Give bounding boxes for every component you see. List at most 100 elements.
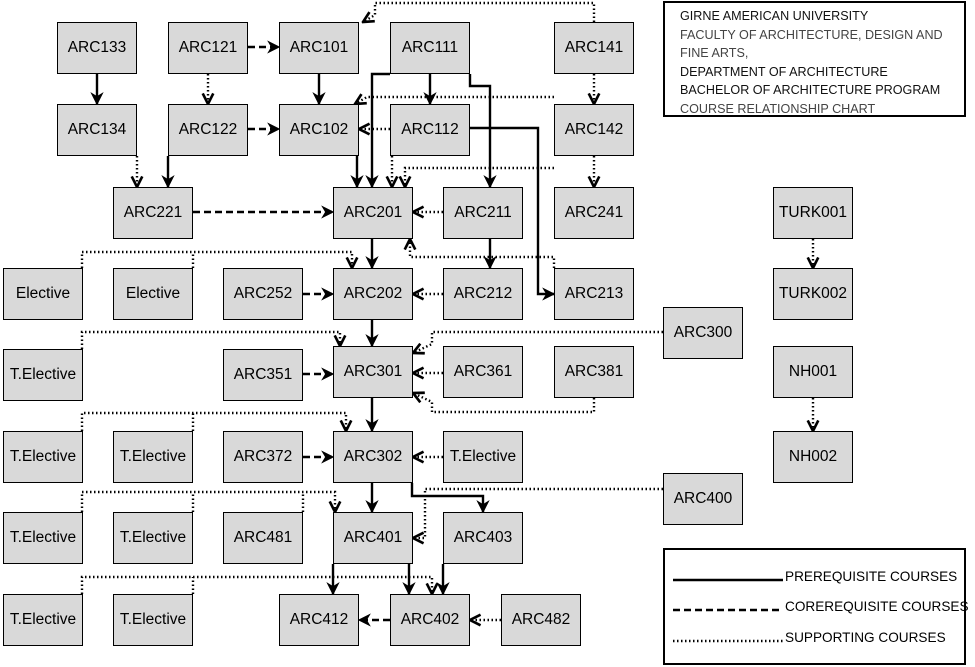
course-label: ARC122 xyxy=(178,121,238,138)
course-label: ARC112 xyxy=(401,121,459,138)
course-label: ARC133 xyxy=(67,39,127,56)
connector-supporting-telective3a-to-arc301 xyxy=(80,330,340,349)
course-label: ARC211 xyxy=(454,204,512,221)
course-box-arc241: ARC241 xyxy=(554,187,634,239)
course-box-turk002: TURK002 xyxy=(773,268,853,320)
legend-item-supporting: SUPPORTING COURSES xyxy=(665,630,965,650)
faculty-name-line2: FINE ARTS, xyxy=(680,46,749,60)
course-label: ARC141 xyxy=(564,39,624,56)
course-label: ARC482 xyxy=(511,611,571,628)
course-box-arc112: ARC112 xyxy=(390,104,470,156)
course-label: ARC202 xyxy=(343,285,403,302)
course-box-arc212: ARC212 xyxy=(443,268,523,320)
course-label: ARC221 xyxy=(123,204,183,221)
legend-solid-line-icon xyxy=(673,578,783,582)
course-box-arc211: ARC211 xyxy=(443,187,523,239)
course-label: ARC213 xyxy=(564,285,624,302)
legend-dotted-line-icon xyxy=(673,639,783,643)
course-label: ARC102 xyxy=(289,121,349,138)
course-box-arc213: ARC213 xyxy=(554,268,634,320)
course-label: T.Elective xyxy=(119,448,187,465)
course-label: ARC101 xyxy=(289,39,349,56)
course-box-telective4a: T.Elective xyxy=(3,431,83,483)
course-label: NH001 xyxy=(788,363,838,380)
legend-dashed-line-icon xyxy=(673,608,783,612)
course-box-telective4c: T.Elective xyxy=(443,431,523,483)
course-box-arc252: ARC252 xyxy=(223,268,303,320)
course-box-arc403: ARC403 xyxy=(443,512,523,564)
connector-supporting-arc213-to-arc201 xyxy=(410,239,556,268)
course-label: Elective xyxy=(125,285,181,302)
course-label: ARC201 xyxy=(343,204,403,221)
connector-supporting-telective4a-to-arc302 xyxy=(80,411,346,431)
connector-supporting-arc141-to-arc101 xyxy=(363,1,596,22)
course-box-arc134: ARC134 xyxy=(57,104,137,156)
course-label: ARC381 xyxy=(564,363,624,380)
course-box-arc482: ARC482 xyxy=(501,594,581,646)
course-box-telective4b: T.Elective xyxy=(113,431,193,483)
course-label: ARC111 xyxy=(401,39,459,56)
course-label: NH002 xyxy=(788,448,838,465)
course-label: ARC400 xyxy=(673,490,733,507)
course-box-nh001: NH001 xyxy=(773,346,853,398)
course-label: TURK001 xyxy=(778,204,848,221)
course-label: T.Elective xyxy=(9,529,77,546)
course-label: ARC351 xyxy=(233,366,293,383)
course-label: Elective xyxy=(15,285,71,302)
connector-supporting-arc300-to-arc301 xyxy=(413,330,663,353)
course-label: ARC403 xyxy=(453,529,513,546)
course-label: ARC361 xyxy=(453,363,513,380)
legend-item-prerequisite: PREREQUISITE COURSES xyxy=(665,569,965,589)
chart-title: COURSE RELATIONSHIP CHART xyxy=(680,101,876,116)
course-box-telective6a: T.Elective xyxy=(3,594,83,646)
course-label: T.Elective xyxy=(9,366,77,383)
course-box-arc142: ARC142 xyxy=(554,104,634,156)
course-label: ARC301 xyxy=(343,363,403,380)
course-box-telective6b: T.Elective xyxy=(113,594,193,646)
legend-item-corequisite: COREREQUISITE COURSES xyxy=(665,599,969,619)
connector-prerequisite-arc111-to-arc201 xyxy=(365,72,390,189)
course-label: T.Elective xyxy=(449,448,517,465)
connector-supporting-arc400-to-arc401 xyxy=(413,487,663,538)
course-label: ARC134 xyxy=(67,121,127,138)
course-label: ARC241 xyxy=(564,204,624,221)
course-box-arc412: ARC412 xyxy=(279,594,359,646)
connector-supporting-telective5a-to-arc401 xyxy=(80,490,335,512)
course-label: TURK002 xyxy=(778,285,848,302)
connector-supporting-elective1-to-arc202 xyxy=(80,250,352,268)
course-label: ARC252 xyxy=(233,285,293,302)
course-box-arc201: ARC201 xyxy=(333,187,413,239)
course-box-arc351: ARC351 xyxy=(223,349,303,401)
legend-label-corequisite: COREREQUISITE COURSES xyxy=(785,599,969,614)
course-label: ARC412 xyxy=(289,611,349,628)
course-label: ARC302 xyxy=(343,448,403,465)
course-label: ARC481 xyxy=(233,529,293,546)
course-box-arc302: ARC302 xyxy=(333,431,413,483)
course-box-arc401: ARC401 xyxy=(333,512,413,564)
course-label: T.Elective xyxy=(9,448,77,465)
course-box-elective1: Elective xyxy=(3,268,83,320)
course-box-arc221: ARC221 xyxy=(113,187,193,239)
course-label: ARC402 xyxy=(400,611,460,628)
course-label: ARC121 xyxy=(178,39,238,56)
course-box-arc402: ARC402 xyxy=(390,594,470,646)
course-box-arc101: ARC101 xyxy=(279,22,359,74)
course-label: T.Elective xyxy=(9,611,77,628)
course-box-arc122: ARC122 xyxy=(168,104,248,156)
course-box-arc202: ARC202 xyxy=(333,268,413,320)
course-box-arc141: ARC141 xyxy=(554,22,634,74)
course-label: T.Elective xyxy=(119,611,187,628)
university-name: GIRNE AMERICAN UNIVERSITY xyxy=(680,9,869,23)
course-box-arc381: ARC381 xyxy=(554,346,634,398)
course-box-telective5b: T.Elective xyxy=(113,512,193,564)
course-box-arc361: ARC361 xyxy=(443,346,523,398)
program-name: BACHELOR OF ARCHITECTURE PROGRAM xyxy=(680,83,941,97)
course-box-arc400: ARC400 xyxy=(663,473,743,525)
legend: PREREQUISITE COURSES COREREQUISITE COURS… xyxy=(663,548,969,665)
course-box-arc133: ARC133 xyxy=(57,22,137,74)
department-name: DEPARTMENT OF ARCHITECTURE xyxy=(680,64,888,79)
course-box-arc102: ARC102 xyxy=(279,104,359,156)
connector-prerequisite-arc302-to-arc403 xyxy=(410,483,490,514)
course-box-arc121: ARC121 xyxy=(168,22,248,74)
